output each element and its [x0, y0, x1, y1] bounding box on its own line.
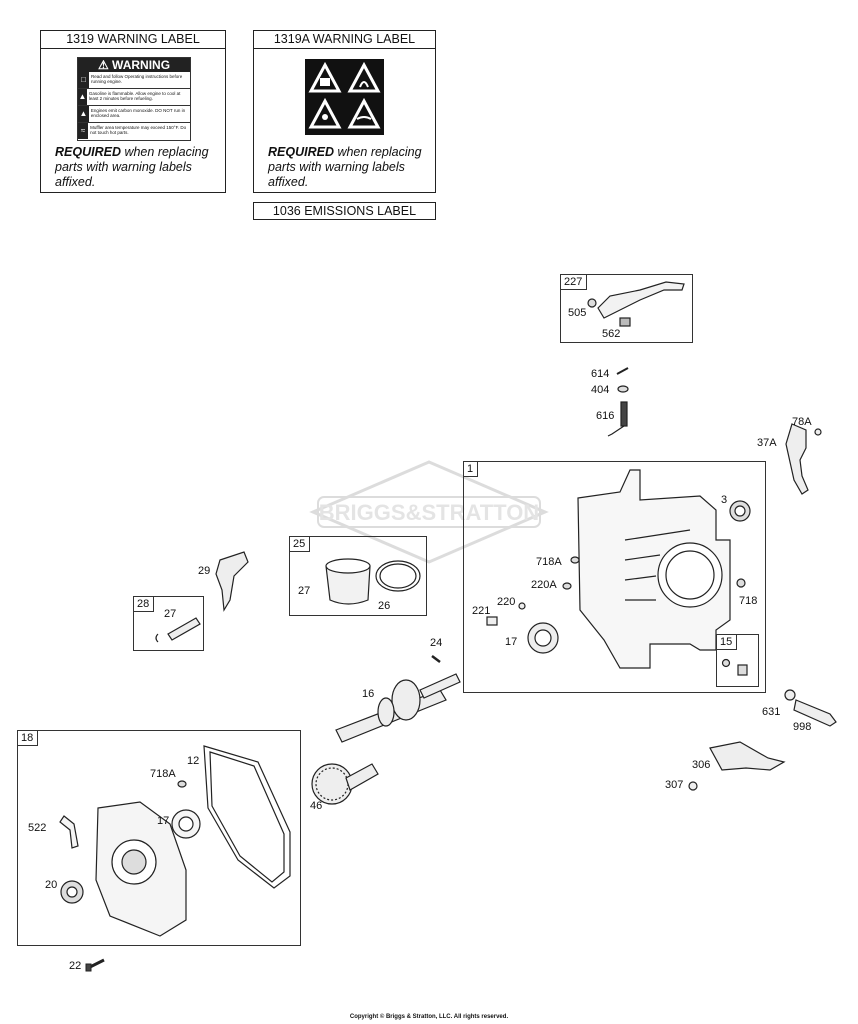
warning-label-1319a-title: 1319A WARNING LABEL: [254, 31, 435, 49]
bearing-seal-drawing: [486, 602, 559, 654]
warning-sticker-line-3: ▲ Engines emit carbon monoxide. DO NOT r…: [78, 106, 190, 123]
part-label-220: 220: [497, 596, 516, 608]
copyright-notice: Copyright © Briggs & Stratton, LLC. All …: [349, 1014, 509, 1020]
bolt-drawing: [85, 958, 105, 972]
warning-label-1319a-box: 1319A WARNING LABEL REQUIRED when replac…: [253, 30, 436, 193]
manual-icon: □: [78, 72, 89, 88]
group-tag-25: 25: [290, 537, 311, 552]
part-label-27-pin: 27: [164, 608, 177, 620]
pictogram-sticker: [305, 59, 384, 135]
piston-drawing: [325, 558, 421, 605]
oil-fill-drawing: [688, 689, 837, 791]
watermark-logo: BRIGGS&STRATTON: [309, 460, 549, 564]
part-label-12: 12: [187, 755, 200, 767]
group-box-28: 28: [133, 596, 204, 651]
warning-label-1319-box: 1319 WARNING LABEL ⚠ WARNING □ Read and …: [40, 30, 226, 193]
part-label-614: 614: [591, 368, 610, 380]
group-box-15: 15: [716, 634, 759, 687]
part-label-27-piston: 27: [298, 585, 311, 597]
bracket-drawing: [785, 423, 822, 495]
part-label-16: 16: [362, 688, 375, 700]
group-tag-227: 227: [561, 275, 588, 290]
group-box-18: 18: [17, 730, 301, 946]
part-label-26: 26: [378, 600, 391, 612]
part-label-20: 20: [45, 879, 58, 891]
group-tag-18: 18: [18, 731, 39, 746]
hot-surface-icon: ≈: [78, 123, 89, 139]
warning-label-1319-note: REQUIRED when replacing parts with warni…: [55, 145, 209, 189]
part-label-24: 24: [430, 637, 443, 649]
part-label-718a: 718A: [536, 556, 562, 568]
flame-icon: ▲: [78, 89, 87, 105]
warning-sticker-header: ⚠ WARNING: [78, 58, 190, 72]
group-box-25: 25: [289, 536, 427, 616]
part-label-78a: 78A: [792, 416, 812, 428]
governor-drawing: [215, 551, 249, 612]
group-box-1: 1: [463, 461, 766, 693]
part-label-306: 306: [692, 759, 711, 771]
exhaust-icon: ▲: [78, 106, 89, 122]
part-label-404: 404: [591, 384, 610, 396]
part-label-3: 3: [721, 494, 728, 506]
watermark-text: BRIGGS&STRATTON: [319, 500, 539, 525]
group-box-227: 227: [560, 274, 693, 343]
warning-triangle-icon: ⚠: [97, 58, 109, 72]
part-label-616: 616: [596, 410, 615, 422]
plug-drawing: [721, 658, 748, 676]
piston-pin-drawing: [155, 617, 201, 643]
stop-lever-drawing: [587, 281, 685, 327]
group-tag-15: 15: [717, 635, 738, 650]
warning-sticker-line-1: □ Read and follow Operating instructions…: [78, 72, 190, 89]
warning-sticker-line-2: ▲ Gasoline is flammable. Allow engine to…: [78, 89, 190, 106]
part-label-37a: 37A: [757, 437, 777, 449]
emissions-label-box: 1036 EMISSIONS LABEL: [253, 202, 436, 220]
part-label-46: 46: [310, 800, 323, 812]
part-label-522: 522: [28, 822, 47, 834]
gasket-drawing: [203, 745, 291, 889]
part-label-562: 562: [602, 328, 621, 340]
part-label-718: 718: [739, 595, 758, 607]
part-label-998: 998: [793, 721, 812, 733]
emissions-label-title: 1036 EMISSIONS LABEL: [272, 204, 417, 218]
warning-label-1319-title: 1319 WARNING LABEL: [41, 31, 225, 49]
linkage-parts-drawing: [607, 367, 629, 437]
part-label-220a: 220A: [531, 579, 557, 591]
hazard-pictograms-icon: [308, 61, 381, 129]
warning-sticker: ⚠ WARNING □ Read and follow Operating in…: [77, 57, 191, 141]
part-label-718a-cover: 718A: [150, 768, 176, 780]
part-label-631: 631: [762, 706, 781, 718]
part-label-307: 307: [665, 779, 684, 791]
cylinder-block-drawing: [562, 469, 751, 669]
group-tag-28: 28: [134, 597, 155, 612]
warning-label-1319a-note: REQUIRED when replacing parts with warni…: [268, 145, 422, 189]
crankcase-cover-drawing: [59, 780, 201, 937]
crankshaft-drawing: [335, 655, 461, 743]
group-tag-1: 1: [464, 462, 479, 477]
part-label-221: 221: [472, 605, 491, 617]
warning-sticker-line-4: ≈ Muffler area temperature may exceed 15…: [78, 123, 190, 139]
part-label-17-cover: 17: [157, 815, 170, 827]
camshaft-drawing: [311, 763, 379, 805]
part-label-17: 17: [505, 636, 518, 648]
part-label-505: 505: [568, 307, 587, 319]
warning-sticker-title: WARNING: [112, 58, 171, 72]
part-label-22: 22: [69, 960, 82, 972]
part-label-29: 29: [198, 565, 211, 577]
